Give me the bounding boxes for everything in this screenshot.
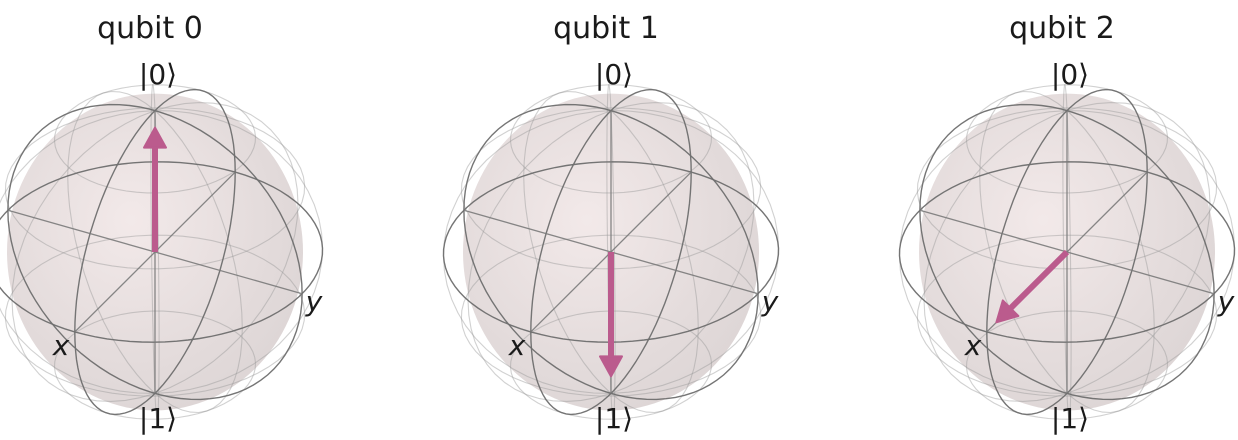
y-axis-label: y (1217, 285, 1235, 318)
x-axis-label: x (508, 329, 526, 362)
x-axis-label: x (52, 329, 70, 362)
ket-zero-label: |0⟩ (139, 58, 177, 91)
state-vector-head (995, 299, 1020, 324)
sphere-title: qubit 0 (97, 11, 203, 46)
ket-one-label: |1⟩ (139, 402, 177, 435)
ket-zero-label: |0⟩ (1051, 58, 1089, 91)
longitude-ring (0, 110, 324, 394)
state-vector-head (599, 355, 623, 378)
ket-one-label: |1⟩ (1051, 402, 1089, 435)
state-vector-arrow (599, 252, 623, 378)
sphere-title: qubit 2 (1009, 11, 1115, 46)
sphere-title: qubit 1 (553, 11, 659, 46)
y-axis-label: y (761, 285, 779, 318)
state-vector-shaft (1008, 249, 1070, 311)
state-vector-arrow (995, 249, 1070, 324)
bloch-sphere-qubit-0: qubit 0 |0⟩ |1⟩ x y (0, 11, 324, 435)
bloch-sphere-qubit-2: qubit 2 |0⟩ |1⟩ x y (898, 11, 1236, 435)
ket-zero-label: |0⟩ (595, 58, 633, 91)
state-vector-arrow (143, 126, 167, 252)
bloch-sphere-qubit-1: qubit 1 |0⟩ |1⟩ x y (442, 11, 780, 435)
y-axis-label: y (305, 285, 323, 318)
state-vector-head (143, 126, 167, 149)
ket-one-label: |1⟩ (595, 402, 633, 435)
sphere-wireframe (442, 83, 780, 421)
x-axis-label: x (964, 329, 982, 362)
